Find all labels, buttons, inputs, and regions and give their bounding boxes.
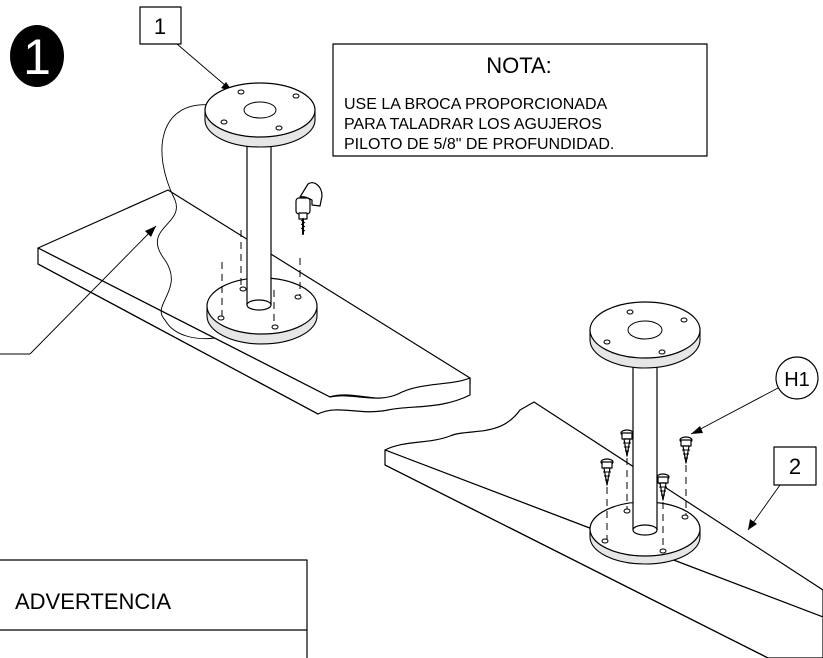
drill-bit-icon [295, 182, 323, 235]
screw-icon [600, 458, 614, 486]
warning-title: ADVERTENCIA [15, 589, 171, 614]
note-line-2: PARA TALADRAR LOS AGUJEROS [344, 116, 602, 133]
right-top-plate [589, 301, 701, 369]
step-number: 1 [23, 29, 51, 85]
callout-hardware-h1: H1 [690, 356, 819, 435]
warning-box: ADVERTENCIA [0, 559, 308, 658]
note-title: NOTA: [486, 53, 552, 78]
left-post [246, 124, 272, 311]
note-line-1: USE LA BROCA PROPORCIONADA [344, 96, 608, 113]
callout-part-2-label: 2 [789, 454, 801, 479]
callout-part-2: 2 [747, 446, 817, 531]
plumb-wire [157, 104, 216, 340]
right-post [632, 344, 658, 536]
callout-h1-label: H1 [784, 369, 810, 391]
callout-part-1: 1 [139, 6, 234, 93]
screw-icon [620, 429, 634, 457]
step-badge: 1 [10, 25, 64, 87]
screw-icon [679, 436, 693, 464]
note-box: NOTA: USE LA BROCA PROPORCIONADA PARA TA… [332, 43, 708, 157]
left-top-plate [204, 82, 316, 148]
callout-part-1-label: 1 [154, 14, 166, 39]
note-line-3: PILOTO DE 5/8" DE PROFUNDIDAD. [344, 136, 614, 153]
screw-icon [656, 473, 670, 501]
